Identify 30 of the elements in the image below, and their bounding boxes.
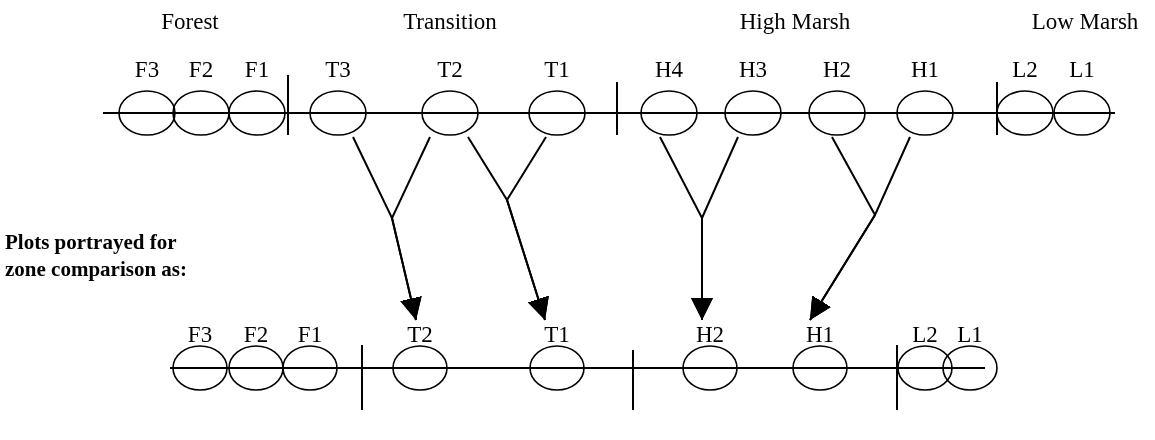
zone-title: Transition — [403, 9, 497, 35]
arrow — [809, 136, 911, 321]
arrow — [505, 136, 549, 321]
plot-label: F3 — [186, 322, 214, 348]
plot-label: L1 — [956, 322, 984, 348]
zone-title: High Marsh — [739, 9, 851, 35]
plot-label: H1 — [804, 322, 836, 348]
plot-label: L1 — [1068, 57, 1096, 83]
note-text: Plots portrayed for zone comparison as: — [5, 229, 188, 283]
plot-label: H2 — [821, 57, 853, 83]
plot-label: F2 — [242, 322, 270, 348]
plot-label: T3 — [324, 57, 352, 83]
plot-label: H1 — [909, 57, 941, 83]
plot-label: H2 — [694, 322, 726, 348]
plot-label: F3 — [133, 57, 161, 83]
plot-label: F2 — [187, 57, 215, 83]
arrow — [390, 136, 431, 321]
plot-label: T2 — [406, 322, 434, 348]
zone-title: Forest — [161, 9, 219, 35]
zone-title: Low Marsh — [1031, 9, 1139, 35]
plot-label: H3 — [737, 57, 769, 83]
plot-label: H4 — [653, 57, 685, 83]
plot-label: T1 — [543, 322, 571, 348]
plot-label: F1 — [296, 322, 324, 348]
plot-label: T2 — [436, 57, 464, 83]
plot-label: L2 — [1011, 57, 1039, 83]
plot-label: L2 — [911, 322, 939, 348]
arrow — [691, 136, 739, 321]
plot-label: F1 — [243, 57, 271, 83]
plot-label: T1 — [543, 57, 571, 83]
